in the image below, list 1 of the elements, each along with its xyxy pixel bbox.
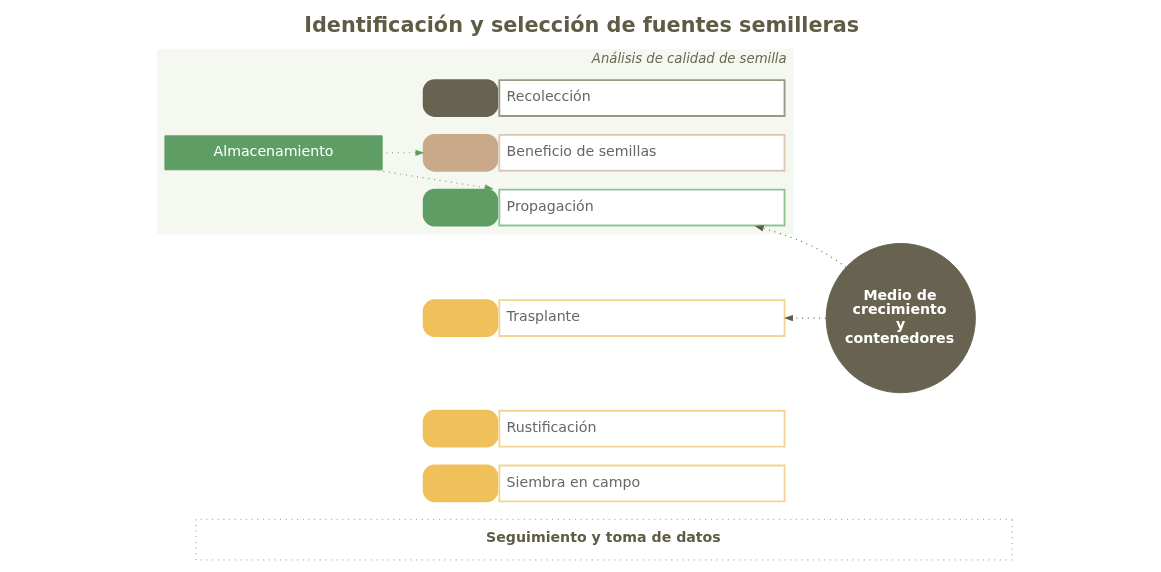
diagram-title: Identificación y selección de fuentes semilleras: [303, 12, 859, 37]
